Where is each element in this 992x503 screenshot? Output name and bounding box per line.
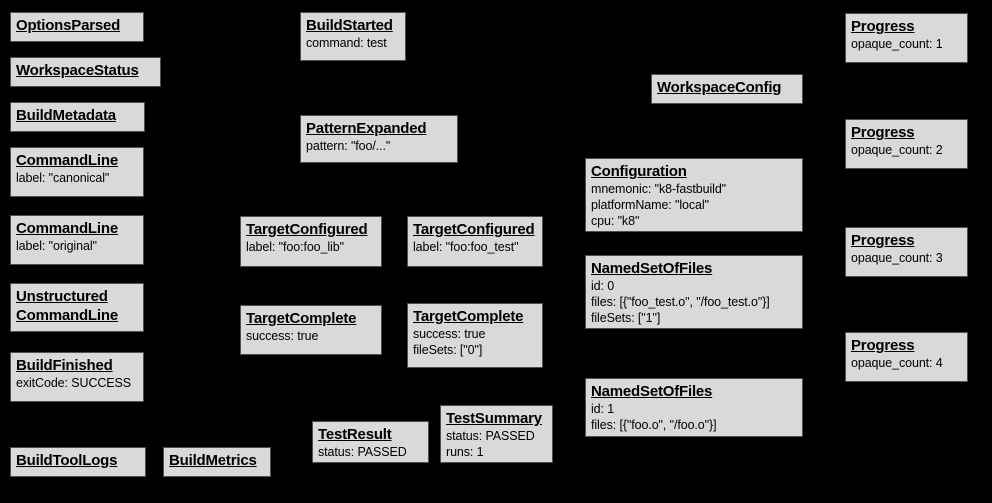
node-progress-2: Progress opaque_count: 2 bbox=[845, 119, 968, 169]
node-title: BuildMetadata bbox=[16, 107, 116, 124]
node-build-started: BuildStarted command: test bbox=[300, 12, 406, 61]
node-attributes: label: "foo:foo_test" bbox=[413, 239, 537, 255]
node-attribute: mnemonic: "k8-fastbuild" bbox=[591, 182, 727, 196]
node-attribute: opaque_count: 2 bbox=[851, 143, 943, 157]
node-attribute: label: "foo:foo_lib" bbox=[246, 240, 344, 254]
node-attribute: success: true bbox=[246, 329, 319, 343]
node-attribute: opaque_count: 4 bbox=[851, 356, 943, 370]
node-attribute: id: 1 bbox=[591, 402, 615, 416]
node-title: TestSummary bbox=[446, 410, 542, 427]
node-attribute: opaque_count: 3 bbox=[851, 251, 943, 265]
node-named-set-of-files-0: NamedSetOfFiles id: 0 files: [{"foo_test.… bbox=[585, 255, 803, 329]
node-pattern-expanded: PatternExpanded pattern: "foo/..." bbox=[300, 115, 458, 163]
node-attributes: status: PASSED bbox=[318, 444, 423, 460]
node-title: Unstructured CommandLine bbox=[16, 288, 118, 324]
node-attributes: command: test bbox=[306, 35, 400, 51]
node-unstructured-command-line: Unstructured CommandLine bbox=[10, 283, 144, 332]
node-attribute: label: "original" bbox=[16, 239, 97, 253]
node-attribute: opaque_count: 1 bbox=[851, 37, 943, 51]
node-attribute: command: test bbox=[306, 36, 387, 50]
node-build-tool-logs: BuildToolLogs bbox=[10, 447, 146, 477]
node-title: Progress bbox=[851, 124, 915, 141]
node-attributes: success: true bbox=[246, 328, 376, 344]
node-options-parsed: OptionsParsed bbox=[10, 12, 144, 42]
node-attribute: label: "canonical" bbox=[16, 171, 110, 185]
node-attribute: label: "foo:foo_test" bbox=[413, 240, 519, 254]
node-attributes: exitCode: SUCCESS bbox=[16, 375, 138, 391]
node-title: CommandLine bbox=[16, 220, 118, 237]
node-title: TestResult bbox=[318, 426, 392, 443]
node-target-complete-foo-lib: TargetComplete success: true bbox=[240, 305, 382, 355]
node-title: Progress bbox=[851, 232, 915, 249]
node-title: TargetConfigured bbox=[246, 221, 368, 238]
node-build-metadata: BuildMetadata bbox=[10, 102, 145, 132]
node-attribute: runs: 1 bbox=[446, 445, 484, 459]
node-attribute: files: [{"foo.o", "/foo.o"}] bbox=[591, 418, 717, 432]
node-workspace-config: WorkspaceConfig bbox=[651, 74, 803, 104]
node-attribute: status: PASSED bbox=[446, 429, 535, 443]
node-title: CommandLine bbox=[16, 152, 118, 169]
node-attributes: id: 1 files: [{"foo.o", "/foo.o"}] bbox=[591, 401, 797, 433]
node-target-configured-foo-test: TargetConfigured label: "foo:foo_test" bbox=[407, 216, 543, 267]
node-title: WorkspaceStatus bbox=[16, 62, 139, 79]
node-attributes: label: "original" bbox=[16, 238, 138, 254]
node-attribute: exitCode: SUCCESS bbox=[16, 376, 132, 390]
node-command-line-original: CommandLine label: "original" bbox=[10, 215, 144, 265]
node-attributes: label: "canonical" bbox=[16, 170, 138, 186]
node-title: TargetComplete bbox=[246, 310, 357, 327]
node-attribute: success: true bbox=[413, 327, 486, 341]
node-attribute: id: 0 bbox=[591, 279, 615, 293]
node-attributes: pattern: "foo/..." bbox=[306, 138, 452, 154]
node-attributes: mnemonic: "k8-fastbuild" platformName: "l… bbox=[591, 181, 797, 229]
node-progress-3: Progress opaque_count: 3 bbox=[845, 227, 968, 277]
node-attribute: files: [{"foo_test.o", "/foo_test.o"}] bbox=[591, 295, 770, 309]
node-named-set-of-files-1: NamedSetOfFiles id: 1 files: [{"foo.o", "… bbox=[585, 378, 803, 437]
node-title: BuildMetrics bbox=[169, 452, 257, 469]
node-attribute: fileSets: ["0"] bbox=[413, 343, 483, 357]
node-test-result: TestResult status: PASSED bbox=[312, 421, 429, 463]
node-title: NamedSetOfFiles bbox=[591, 383, 713, 400]
node-title: WorkspaceConfig bbox=[657, 79, 782, 96]
node-attributes: opaque_count: 3 bbox=[851, 250, 962, 266]
node-attributes: opaque_count: 2 bbox=[851, 142, 962, 158]
node-title: TargetConfigured bbox=[413, 221, 535, 238]
node-title: TargetComplete bbox=[413, 308, 524, 325]
node-title: BuildFinished bbox=[16, 357, 113, 374]
node-title: OptionsParsed bbox=[16, 17, 121, 34]
node-attribute: platformName: "local" bbox=[591, 198, 709, 212]
node-attributes: success: true fileSets: ["0"] bbox=[413, 326, 537, 358]
node-title: BuildToolLogs bbox=[16, 452, 118, 469]
node-title: Progress bbox=[851, 18, 915, 35]
node-attribute: pattern: "foo/..." bbox=[306, 139, 391, 153]
node-attributes: id: 0 files: [{"foo_test.o", "/foo_test.o… bbox=[591, 278, 797, 326]
node-title: Progress bbox=[851, 337, 915, 354]
node-title: Configuration bbox=[591, 163, 687, 180]
node-attribute: cpu: "k8" bbox=[591, 214, 640, 228]
node-build-metrics: BuildMetrics bbox=[163, 447, 271, 477]
node-attributes: opaque_count: 4 bbox=[851, 355, 962, 371]
node-target-configured-foo-lib: TargetConfigured label: "foo:foo_lib" bbox=[240, 216, 382, 267]
node-attributes: label: "foo:foo_lib" bbox=[246, 239, 376, 255]
node-title: NamedSetOfFiles bbox=[591, 260, 713, 277]
node-progress-4: Progress opaque_count: 4 bbox=[845, 332, 968, 382]
node-target-complete-foo-test: TargetComplete success: true fileSets: ["… bbox=[407, 303, 543, 368]
node-build-finished: BuildFinished exitCode: SUCCESS bbox=[10, 352, 144, 402]
node-progress-1: Progress opaque_count: 1 bbox=[845, 13, 968, 63]
node-test-summary: TestSummary status: PASSED runs: 1 bbox=[440, 405, 553, 463]
node-attribute: fileSets: ["1"] bbox=[591, 311, 661, 325]
node-command-line-canonical: CommandLine label: "canonical" bbox=[10, 147, 144, 197]
node-attributes: opaque_count: 1 bbox=[851, 36, 962, 52]
node-attributes: status: PASSED runs: 1 bbox=[446, 428, 547, 460]
node-configuration: Configuration mnemonic: "k8-fastbuild" pl… bbox=[585, 158, 803, 232]
node-title: BuildStarted bbox=[306, 17, 393, 34]
node-workspace-status: WorkspaceStatus bbox=[10, 57, 161, 87]
node-title: PatternExpanded bbox=[306, 120, 427, 137]
node-attribute: status: PASSED bbox=[318, 445, 407, 459]
